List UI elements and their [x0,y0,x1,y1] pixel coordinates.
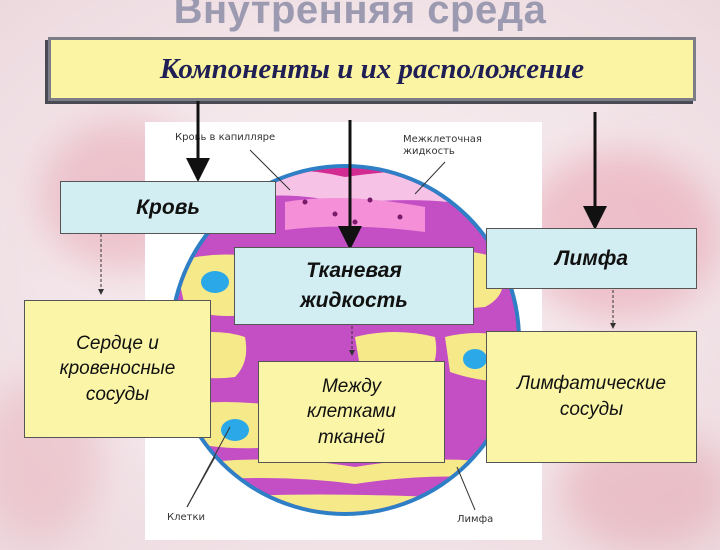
component-tissue-fluid-label: Тканевая жидкость [300,258,408,312]
cell-nucleus [463,349,487,369]
component-lymph-label: Лимфа [554,246,629,270]
cell-nucleus [201,271,229,293]
label-intercellular-fluid: Межклеточная жидкость [403,134,482,157]
component-lymph-box: Лимфа [486,228,697,289]
subtitle: Компоненты и их расположение [159,52,585,85]
location-tissue-fluid-box: Между клетками тканей [258,361,445,463]
component-blood-box: Кровь [60,181,276,234]
label-lymph: Лимфа [457,514,494,525]
label-blood-in-capillary: Кровь в капилляре [175,132,276,143]
subtitle-box: Компоненты и их расположение [48,37,696,101]
location-tissue-fluid-label: Между клетками тканей [307,375,396,448]
tissue-cell [173,459,517,484]
label-cells: Клетки [167,512,206,523]
component-blood-label: Кровь [136,195,200,219]
location-blood-label: Сердце и кровеносные сосуды [59,332,176,405]
component-tissue-fluid-box: Тканевая жидкость [234,247,474,325]
location-blood-box: Сердце и кровеносные сосуды [24,300,211,438]
location-lymph-label: Лимфатические сосуды [516,373,667,420]
cell-nucleus [221,419,249,441]
page-title: Внутренняя среда [173,0,547,32]
location-lymph-box: Лимфатические сосуды [486,331,697,463]
